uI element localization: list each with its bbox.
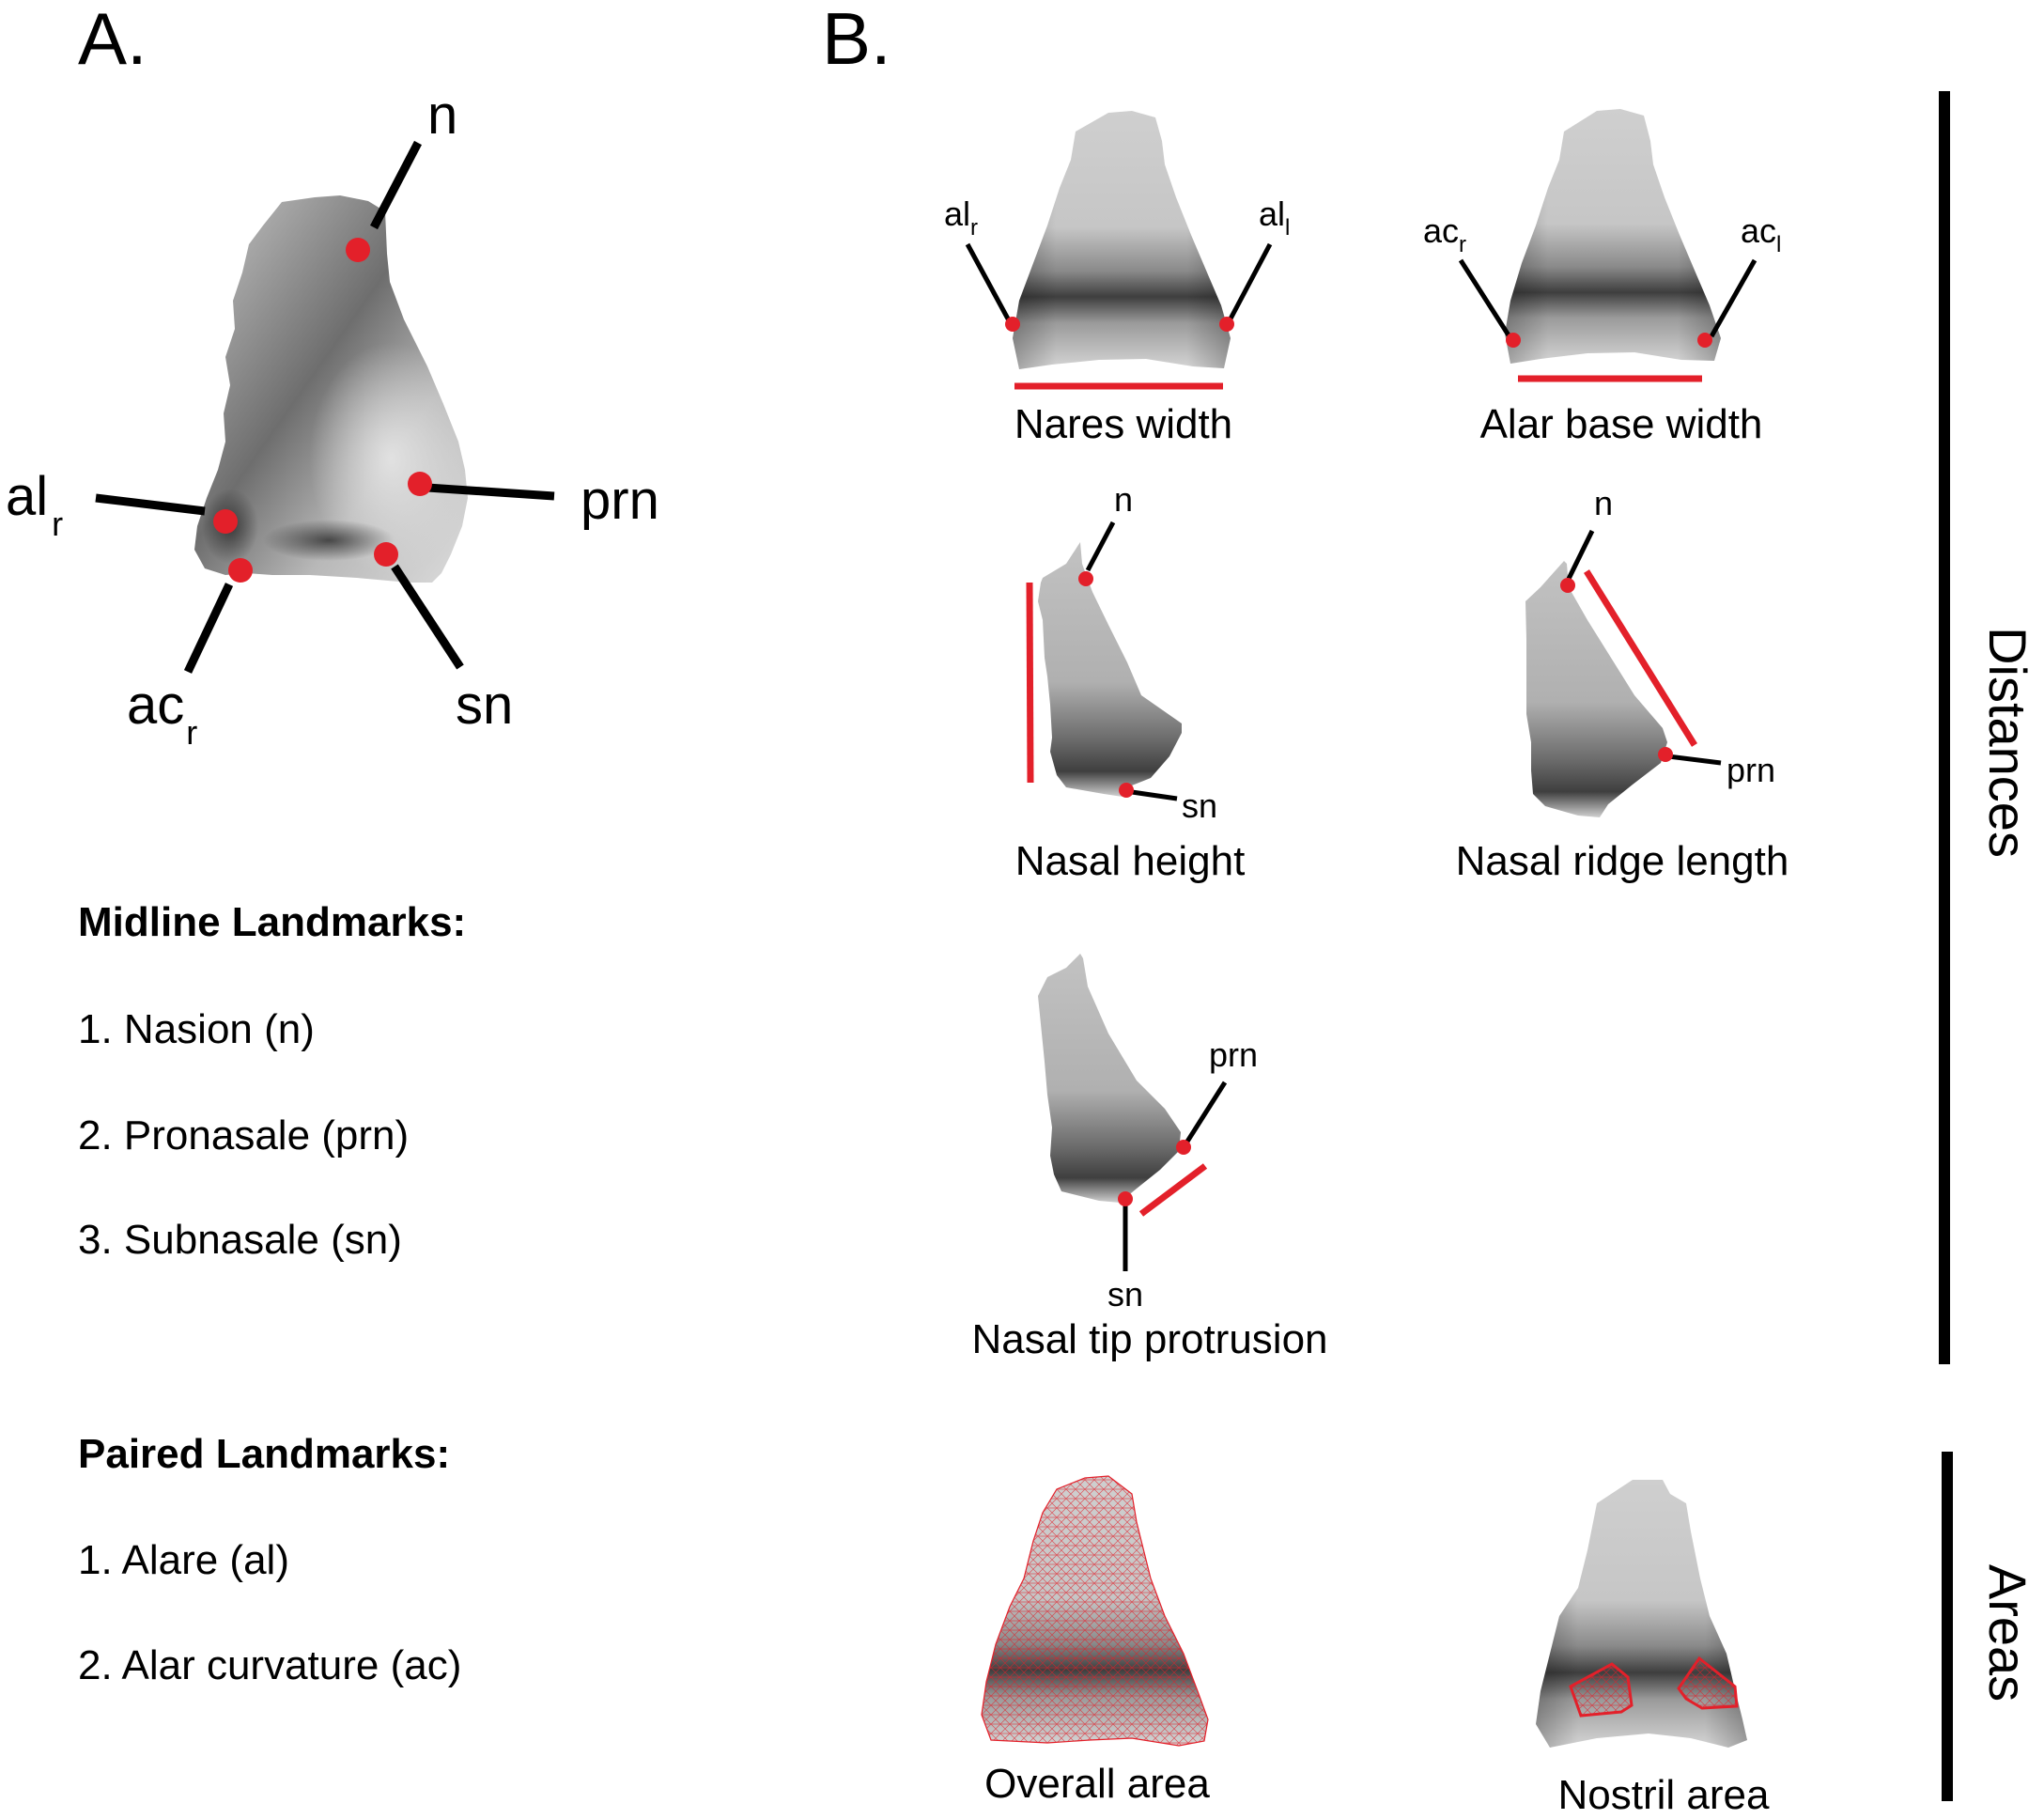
caption-nostril-area: Nostril area — [1558, 1772, 1770, 1818]
landmark-ac-l-dot — [1697, 333, 1712, 348]
panel-a-leaders — [95, 140, 555, 674]
nose-frontal-view — [1013, 111, 1231, 369]
nose-profile-view — [1525, 561, 1667, 817]
group-distances: Distances — [1939, 91, 2037, 1364]
landmark-ac-r-dot — [1506, 333, 1521, 348]
measure-nostril-area: Nostril area — [1536, 1480, 1770, 1818]
label-al-l: all — [1259, 194, 1290, 241]
label-n: n — [1114, 480, 1133, 519]
triangulated-mesh-overlay — [981, 1475, 1209, 1747]
caption-nasal-height: Nasal height — [1015, 838, 1246, 884]
landmark-prn-dot — [1658, 747, 1673, 762]
landmark-al-l-dot — [1219, 317, 1234, 332]
measure-nasal-height: n sn Nasal height — [1015, 480, 1246, 884]
measure-line — [1138, 1163, 1208, 1217]
label-prn: prn — [1727, 751, 1775, 789]
caption-alar-base-width: Alar base width — [1480, 401, 1763, 447]
label-prn: prn — [1209, 1035, 1258, 1074]
label-sn: sn — [456, 675, 513, 736]
landmark-sn-dot — [1118, 1191, 1133, 1206]
midline-landmarks-list: Midline Landmarks: 1. Nasion (n) 2. Pron… — [78, 899, 466, 1263]
panel-a-letter: A. — [78, 0, 147, 80]
panel-a-landmarks — [213, 238, 432, 583]
nose-profile-view — [1038, 542, 1182, 797]
measure-nasal-tip-protrusion: prn sn Nasal tip protrusion — [971, 954, 1328, 1362]
paired-item: 1. Alare (al) — [78, 1537, 289, 1583]
label-n: n — [1594, 484, 1613, 522]
landmark-ac-r-dot — [228, 558, 253, 583]
group-label-distances: Distances — [1978, 627, 2037, 858]
nostril-outline-left — [1677, 1656, 1739, 1710]
measure-overall-area: Overall area — [981, 1475, 1210, 1807]
midline-heading: Midline Landmarks: — [78, 899, 466, 945]
landmark-sn-dot — [1119, 783, 1134, 798]
nose-frontal-view — [1505, 109, 1721, 364]
midline-item: 2. Pronasale (prn) — [78, 1112, 409, 1158]
panel-a-nose-oblique — [194, 195, 468, 583]
landmark-n-dot — [1078, 571, 1093, 586]
label-al-r: alr — [944, 194, 978, 241]
panel-b-letter: B. — [822, 0, 891, 80]
landmark-n-dot — [1560, 578, 1575, 593]
group-bracket-bar — [1939, 91, 1950, 1364]
midline-item: 3. Subnasale (sn) — [78, 1217, 402, 1263]
landmark-sn-dot — [374, 542, 398, 567]
group-areas: Areas — [1942, 1452, 2037, 1801]
landmark-prn-dot — [408, 472, 432, 496]
label-n: n — [427, 85, 457, 146]
landmark-al-r-dot — [1005, 317, 1020, 332]
group-bracket-bar — [1942, 1452, 1953, 1801]
label-prn: prn — [581, 470, 659, 531]
midline-item: 1. Nasion (n) — [78, 1006, 315, 1052]
label-ac-r: acr — [1423, 211, 1466, 257]
caption-nasal-tip-protrusion: Nasal tip protrusion — [971, 1316, 1327, 1362]
nose-profile-view — [1038, 954, 1181, 1203]
paired-landmarks-list: Paired Landmarks: 1. Alare (al) 2. Alar … — [78, 1431, 461, 1688]
paired-heading: Paired Landmarks: — [78, 1431, 450, 1477]
label-sn: sn — [1182, 786, 1217, 825]
measure-alar-base-width: acr acl Alar base width — [1423, 109, 1781, 447]
caption-nasal-ridge-length: Nasal ridge length — [1456, 838, 1789, 884]
landmark-prn-dot — [1176, 1140, 1191, 1155]
measure-nasal-ridge-length: n prn Nasal ridge length — [1456, 484, 1789, 884]
measure-line — [1584, 569, 1697, 747]
label-ac-r: acr — [127, 675, 197, 752]
caption-overall-area: Overall area — [984, 1761, 1210, 1807]
label-sn: sn — [1107, 1275, 1143, 1314]
caption-nares-width: Nares width — [1014, 401, 1232, 447]
landmark-al-r-dot — [213, 509, 238, 534]
group-label-areas: Areas — [1978, 1564, 2037, 1702]
measure-nares-width: alr all Nares width — [944, 111, 1290, 447]
nostril-outline-right — [1569, 1662, 1634, 1718]
paired-item: 2. Alar curvature (ac) — [78, 1642, 461, 1688]
label-ac-l: acl — [1741, 211, 1781, 257]
landmark-n-dot — [346, 238, 370, 262]
